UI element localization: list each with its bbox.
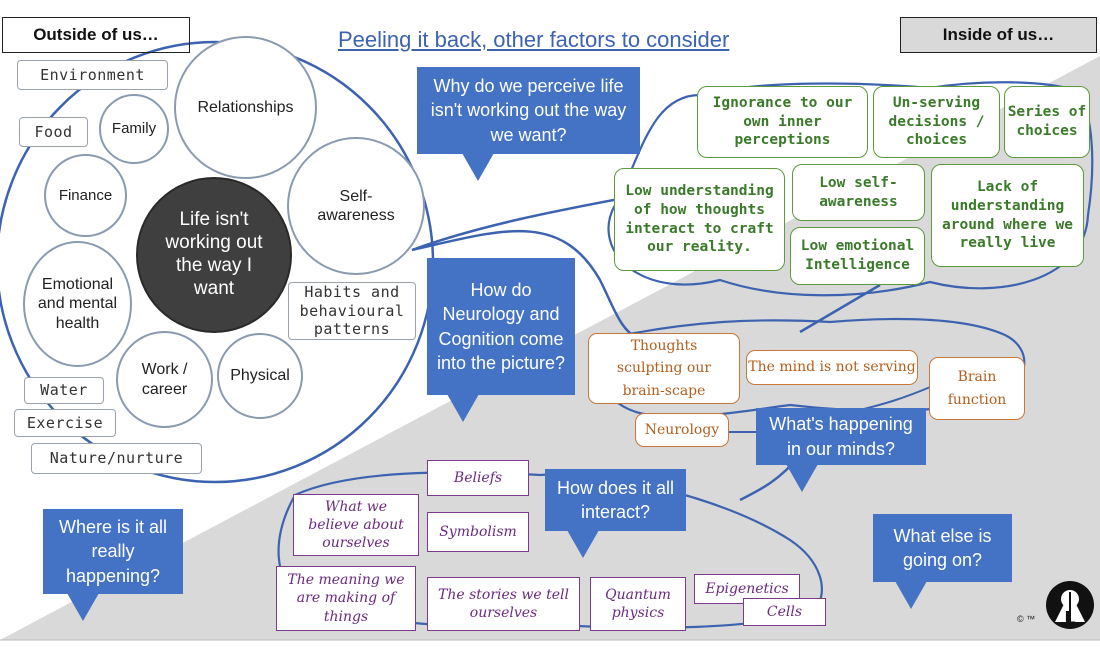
green-ignorance: Ignorance to our own inner perceptions	[697, 86, 868, 158]
bubble-tail	[447, 394, 479, 422]
outside-header: Outside of us…	[2, 17, 190, 53]
page-title: Peeling it back, other factors to consid…	[338, 27, 730, 52]
purple-symbolism: Symbolism	[427, 512, 529, 552]
circle-emotional-health: Emotional and mental health	[23, 241, 132, 367]
orange-neurology: Neurology	[635, 413, 729, 447]
tag-water: Water	[24, 377, 104, 404]
green-low-self-awareness: Low self-awareness	[792, 164, 925, 221]
orange-brain-function: Brain function	[929, 357, 1025, 420]
purple-beliefs: Beliefs	[427, 460, 529, 496]
tag-environment: Environment	[17, 60, 168, 90]
bubble-tail	[462, 153, 494, 181]
green-unserving-decisions: Un-serving decisions / choices	[873, 86, 1000, 158]
bubble-tail	[895, 581, 927, 609]
tag-nature-nurture: Nature/nurture	[31, 443, 202, 474]
circle-family: Family	[99, 94, 169, 164]
connector-self-to-orange	[411, 230, 641, 342]
green-series-choices: Series of choices	[1004, 86, 1090, 158]
question-interact: How does it all interact?	[545, 469, 686, 558]
green-low-understanding: Low understanding of how thoughts intera…	[614, 168, 785, 271]
question-neurology-cognition: How do Neurology and Cognition come into…	[427, 258, 575, 422]
connector-self-to-green	[411, 193, 641, 252]
question-where: Where is it all really happening?	[43, 509, 183, 621]
green-lack-understanding: Lack of understanding around where we re…	[931, 164, 1084, 267]
bubble-tail	[786, 464, 818, 492]
question-minds: What's happening in our minds?	[756, 408, 926, 492]
connector-green-to-orange	[799, 283, 881, 334]
purple-epigenetics: Epigenetics	[694, 574, 800, 604]
inside-header: Inside of us…	[900, 17, 1097, 53]
svg-text:L: L	[1064, 608, 1075, 629]
circle-physical: Physical	[217, 333, 303, 419]
circle-self-awareness: Self-awareness	[287, 137, 425, 275]
tag-habits: Habits and behavioural patterns	[288, 282, 416, 340]
tag-food: Food	[19, 117, 88, 147]
question-why-perceive: Why do we perceive life isn't working ou…	[417, 67, 640, 181]
purple-stories: The stories we tell ourselves	[427, 577, 580, 631]
orange-thoughts-sculpting: Thoughts sculpting our brain-scape	[588, 333, 740, 404]
center-statement: Life isn't working out the way I want	[136, 177, 292, 333]
circle-work-career: Work / career	[116, 331, 213, 428]
circle-finance: Finance	[44, 154, 127, 237]
question-what-else: What else is going on?	[873, 514, 1012, 609]
circle-relationships: Relationships	[174, 36, 317, 179]
bubble-tail	[67, 593, 99, 621]
orange-mind-not-serving: The mind is not serving	[746, 350, 918, 385]
purple-believe-ourselves: What we believe about ourselves	[293, 494, 419, 556]
brand-logo: L	[1046, 581, 1094, 629]
green-low-eq: Low emotional Intelligence	[790, 227, 925, 285]
copyright-mark: © ™	[1017, 614, 1036, 624]
tag-exercise: Exercise	[14, 409, 116, 437]
purple-meaning: The meaning we are making of things	[276, 566, 416, 631]
bubble-tail	[567, 530, 599, 558]
purple-quantum: Quantum physics	[590, 577, 686, 631]
purple-cells: Cells	[743, 598, 826, 626]
